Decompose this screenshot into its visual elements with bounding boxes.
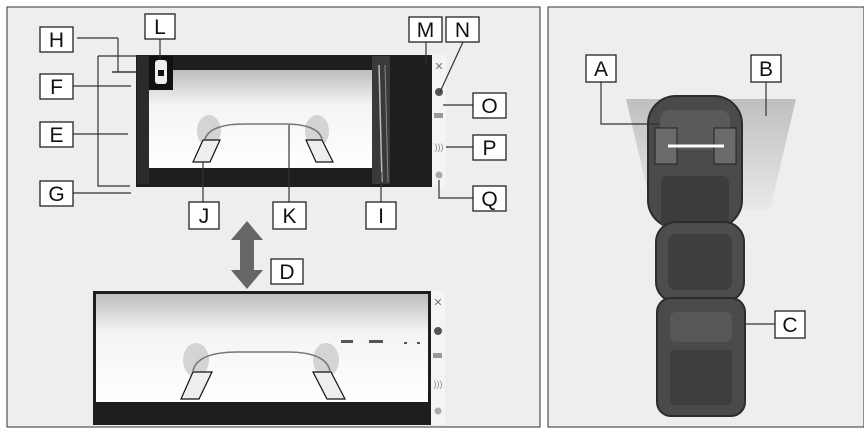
bottom-camera-view-icon[interactable] [434, 327, 442, 335]
label-f: F [39, 73, 74, 100]
label-q: Q [472, 185, 507, 212]
label-p: P [472, 134, 507, 161]
label-g: G [39, 180, 74, 207]
label-m: M [408, 16, 443, 43]
left-side-view [137, 56, 149, 184]
svg-text:Q: Q [481, 188, 497, 211]
close-icon[interactable]: ✕ [434, 61, 443, 73]
svg-text:D: D [279, 261, 294, 284]
label-i: I [365, 201, 397, 230]
guide-line-icon[interactable] [434, 113, 443, 118]
svg-text:K: K [282, 205, 296, 228]
settings-icon[interactable] [435, 171, 443, 179]
bottom-close-icon[interactable]: ✕ [433, 297, 442, 309]
label-l: L [144, 13, 176, 40]
label-c: C [774, 310, 806, 339]
top-guide-line [204, 123, 323, 140]
bottom-guide-line [192, 351, 331, 372]
svg-text:J: J [199, 205, 210, 228]
label-o: O [472, 92, 507, 119]
svg-text:C: C [782, 314, 797, 337]
svg-text:A: A [594, 58, 608, 81]
label-e: E [39, 121, 74, 148]
svg-text:G: G [48, 183, 64, 206]
bottom-guide-line-icon[interactable] [433, 353, 442, 358]
svg-text:O: O [481, 95, 497, 118]
bottom-right-tire-marker [312, 371, 346, 400]
label-h: H [39, 26, 74, 53]
top-rear-view [149, 70, 372, 168]
vehicle-top-view [626, 95, 796, 417]
wide-rear-view [96, 294, 428, 402]
switch-view-arrow [231, 221, 263, 289]
svg-text:F: F [50, 76, 63, 99]
bottom-screen: ✕ ))) [93, 291, 445, 425]
svg-text:B: B [759, 58, 773, 81]
svg-text:N: N [455, 19, 470, 42]
label-d: D [270, 258, 304, 285]
svg-text:L: L [154, 16, 166, 39]
right-tire-marker [305, 139, 334, 163]
top-screen: ✕ ))) [136, 55, 446, 187]
svg-text:I: I [378, 205, 384, 228]
bottom-left-tire-marker [180, 371, 213, 400]
left-tire-marker [192, 139, 221, 163]
bottom-settings-icon[interactable] [434, 407, 442, 415]
svg-text:M: M [417, 19, 435, 42]
sensor-icon[interactable]: ))) [435, 142, 444, 152]
label-a: A [585, 54, 617, 83]
svg-text:E: E [49, 124, 63, 147]
svg-text:P: P [482, 137, 496, 160]
svg-text:H: H [49, 29, 64, 52]
label-n: N [445, 16, 480, 43]
label-k: K [272, 201, 307, 230]
label-j: J [188, 201, 220, 230]
bottom-sensor-icon[interactable]: ))) [434, 379, 443, 389]
label-b: B [750, 54, 782, 83]
